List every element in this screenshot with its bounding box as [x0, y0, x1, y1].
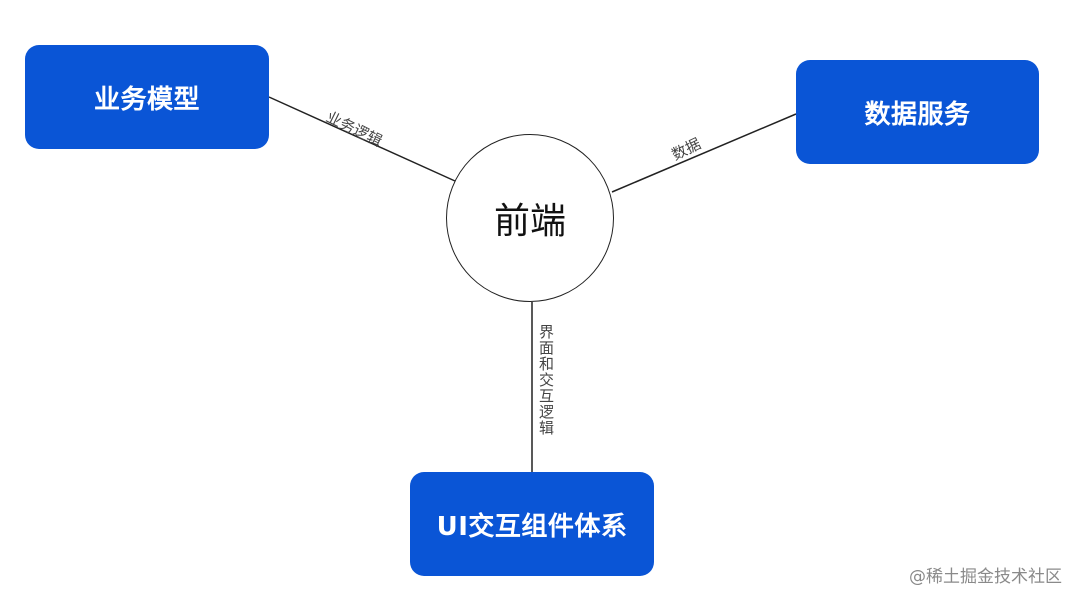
- edge-business-line: [268, 96, 456, 182]
- data-service-label: 数据服务: [864, 99, 971, 130]
- watermark: @稀土掘金技术社区: [909, 567, 1062, 587]
- data-service-node: 数据服务: [796, 60, 1039, 164]
- business-model-node: 业务模型: [25, 45, 269, 149]
- edge-ui-label: 界面和交互逻辑: [537, 324, 555, 436]
- ui-system-node: UI交互组件体系: [410, 472, 654, 576]
- ui-system-label: UI交互组件体系: [436, 511, 628, 542]
- edge-data-line: [611, 113, 797, 193]
- business-model-label: 业务模型: [93, 84, 200, 115]
- frontend-label: 前端: [493, 201, 566, 242]
- frontend-center-node: 前端: [446, 134, 614, 302]
